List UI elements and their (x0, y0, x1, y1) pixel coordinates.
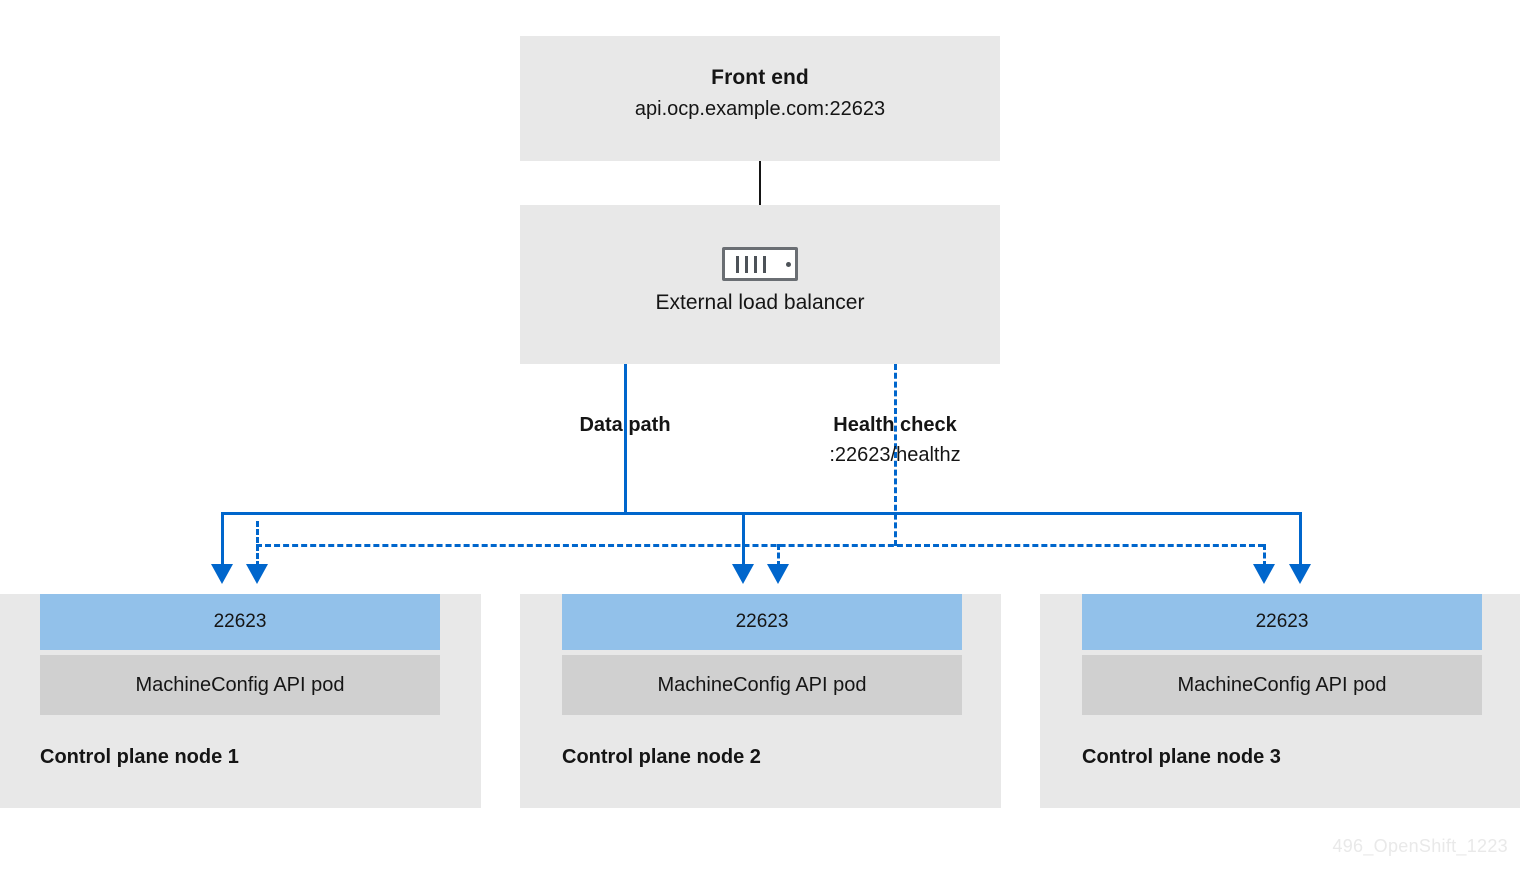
node-2-name: Control plane node 2 (562, 746, 761, 768)
node-1-name: Control plane node 1 (40, 746, 239, 768)
data-path-arrow-node-2 (732, 564, 754, 584)
front-end-title: Front end (711, 66, 809, 89)
health-check-arrow-node-3 (1253, 564, 1275, 584)
front-end-box: Front end api.ocp.example.com:22623 (520, 36, 1000, 161)
health-check-vertical-from-lb (894, 364, 897, 546)
external-load-balancer-label: External load balancer (655, 291, 865, 314)
control-plane-node-1: 22623 MachineConfig API pod Control plan… (0, 594, 481, 808)
data-path-horizontal-bus (221, 512, 1302, 515)
node-3-pod: MachineConfig API pod (1082, 655, 1482, 715)
node-3-port: 22623 (1082, 594, 1482, 650)
data-path-drop-node-1 (221, 512, 224, 567)
data-path-drop-node-3 (1299, 512, 1302, 567)
node-2-pod: MachineConfig API pod (562, 655, 962, 715)
node-2-port: 22623 (562, 594, 962, 650)
load-balancer-icon-dot (786, 261, 791, 267)
health-check-arrow-node-1 (246, 564, 268, 584)
node-1-port: 22623 (40, 594, 440, 650)
health-check-drop-node-2 (777, 544, 780, 567)
control-plane-node-2: 22623 MachineConfig API pod Control plan… (520, 594, 1001, 808)
node-3-name: Control plane node 3 (1082, 746, 1281, 768)
health-check-horizontal-bus (256, 544, 1264, 547)
load-balancer-icon-bars (736, 255, 766, 273)
data-path-label: Data path (579, 414, 671, 436)
node-3-separator (1082, 650, 1482, 655)
node-1-pod: MachineConfig API pod (40, 655, 440, 715)
health-check-label: Health check (833, 414, 957, 436)
data-path-drop-node-2 (742, 512, 745, 567)
health-check-arrow-node-2 (767, 564, 789, 584)
health-check-drop-node-3 (1263, 544, 1266, 567)
node-2-separator (562, 650, 962, 655)
node-1-separator (40, 650, 440, 655)
load-balancer-icon (722, 247, 798, 281)
data-path-vertical-from-lb (624, 364, 627, 513)
external-load-balancer-box: External load balancer (520, 205, 1000, 364)
health-check-endpoint: :22623/healthz (829, 444, 961, 466)
data-path-arrow-node-3 (1289, 564, 1311, 584)
frontend-to-lb-connector (759, 161, 761, 206)
data-path-label-group: Data path (505, 410, 745, 440)
watermark: 496_OpenShift_1223 (1332, 836, 1508, 856)
front-end-address: api.ocp.example.com:22623 (634, 98, 886, 120)
data-path-arrow-node-1 (211, 564, 233, 584)
health-check-label-group: Health check :22623/healthz (775, 410, 1015, 470)
health-check-drop-node-1 (256, 521, 259, 567)
control-plane-node-3: 22623 MachineConfig API pod Control plan… (1040, 594, 1520, 808)
